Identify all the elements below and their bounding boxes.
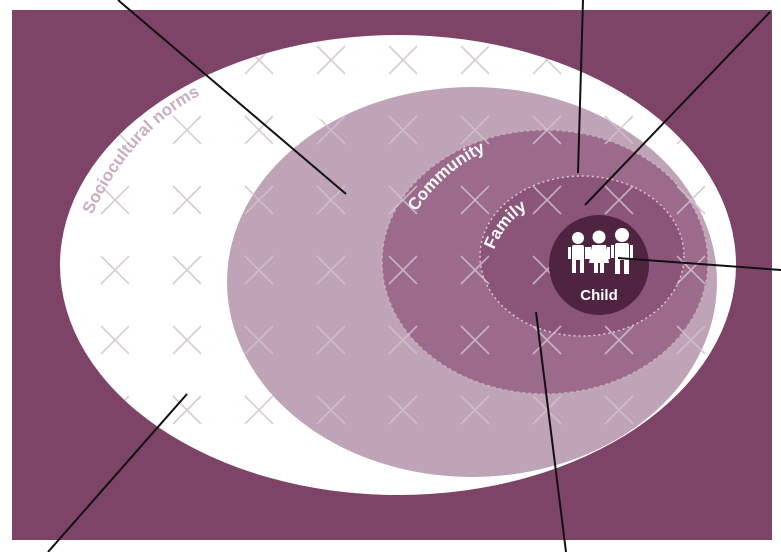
- cross-mark: [316, 395, 346, 425]
- cross-mark: [388, 255, 418, 285]
- cross-mark: [532, 115, 562, 145]
- cross-mark: [460, 395, 490, 425]
- cross-mark: [244, 395, 274, 425]
- leader-line-family-bottom: [535, 311, 567, 552]
- cross-mark: [532, 185, 562, 215]
- cross-mark: [172, 325, 202, 355]
- cross-mark: [532, 325, 562, 355]
- cross-mark: [676, 255, 706, 285]
- cross-mark: [172, 185, 202, 215]
- cross-mark: [316, 255, 346, 285]
- cross-mark: [604, 115, 634, 145]
- cross-mark: [388, 45, 418, 75]
- cross-mark: [604, 395, 634, 425]
- leader-line-sociocultural: [47, 393, 188, 552]
- cross-mark: [460, 45, 490, 75]
- cross-mark: [100, 325, 130, 355]
- cross-mark: [316, 325, 346, 355]
- cross-mark: [460, 255, 490, 285]
- cross-mark: [604, 185, 634, 215]
- cross-mark: [676, 185, 706, 215]
- cross-mark: [532, 395, 562, 425]
- cross-mark: [244, 255, 274, 285]
- cross-mark: [388, 185, 418, 215]
- cross-mark: [316, 185, 346, 215]
- cross-mark: [388, 395, 418, 425]
- leader-lines: [47, 0, 781, 552]
- cross-mark: [100, 185, 130, 215]
- cross-mark: [460, 115, 490, 145]
- leader-line-community: [577, 0, 584, 174]
- cross-mark: [388, 325, 418, 355]
- leader-line-family-top: [584, 11, 771, 206]
- cross-mark: [676, 325, 706, 355]
- cross-mark: [316, 45, 346, 75]
- cross-mark: [244, 115, 274, 145]
- child-label: Child: [580, 287, 618, 304]
- leader-line-society: [117, 0, 347, 195]
- cross-mark: [316, 115, 346, 145]
- cross-mark: [244, 185, 274, 215]
- cross-mark: [244, 325, 274, 355]
- children-figures-icon: [568, 228, 633, 274]
- cross-mark: [460, 185, 490, 215]
- cross-mark: [388, 115, 418, 145]
- cross-mark: [100, 255, 130, 285]
- cross-mark: [460, 325, 490, 355]
- cross-mark: [172, 395, 202, 425]
- cross-mark: [604, 325, 634, 355]
- cross-mark: [172, 255, 202, 285]
- cross-mark: [172, 115, 202, 145]
- leader-line-child: [617, 257, 781, 271]
